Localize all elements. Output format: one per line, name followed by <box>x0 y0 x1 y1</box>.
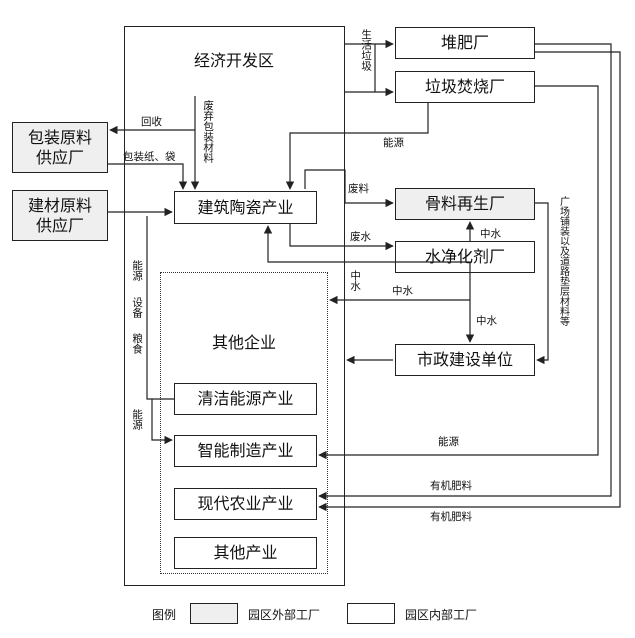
legend-external-label: 园区外部工厂 <box>248 608 321 622</box>
label-energy-smart: 能源 <box>438 436 459 448</box>
node-building-supplier: 建材原料 供应厂 <box>12 190 108 241</box>
legend-swatch-internal <box>347 603 395 624</box>
node-packaging-supplier: 包装原料 供应厂 <box>12 122 108 173</box>
node-ceramics: 建筑陶瓷产业 <box>174 191 317 224</box>
node-aggregate: 骨料再生厂 <box>395 188 535 220</box>
edge-compost-agri-2 <box>318 51 621 512</box>
label-incin-energy: 能源 <box>383 137 404 149</box>
legend-swatch-external <box>190 603 238 624</box>
label-energy-clean: 能源 <box>131 409 144 430</box>
legend-internal-label: 园区内部工厂 <box>405 608 478 622</box>
node-compost: 堆肥厂 <box>395 27 535 59</box>
label-organic-fertilizer-1: 有机肥料 <box>430 480 472 492</box>
label-grain: 粮食 <box>131 333 144 354</box>
edge-paving <box>535 202 549 365</box>
label-domestic-waste: 生活垃圾 <box>360 29 373 71</box>
node-modern-agri: 现代农业产业 <box>174 488 317 520</box>
label-equipment: 设备 <box>131 297 144 318</box>
label-waste-material: 废料 <box>348 183 369 195</box>
label-reclaimed-municipal: 中水 <box>476 315 497 327</box>
label-plaza-paving: 广场铺装以及道路垫层材料等 <box>557 196 569 326</box>
label-organic-fertilizer-2: 有机肥料 <box>430 511 472 523</box>
label-reclaimed-ceramics: 中水 <box>349 270 362 291</box>
economic-zone-title: 经济开发区 <box>194 51 275 70</box>
label-paper-bags: 包装纸、袋 <box>123 151 176 163</box>
legend-title: 图例 <box>152 608 177 622</box>
node-municipal: 市政建设单位 <box>395 344 535 376</box>
node-smart-mfg: 智能制造产业 <box>174 435 317 467</box>
label-discarded-packaging: 废弃包装材料 <box>202 100 215 163</box>
node-other-industry: 其他产业 <box>174 537 317 569</box>
node-clean-energy: 清洁能源产业 <box>174 383 317 415</box>
label-waste-water: 废水 <box>350 231 371 243</box>
label-reclaimed-aggregate: 中水 <box>480 228 501 240</box>
other-enterprises-boundary <box>160 272 328 574</box>
node-incinerator: 垃圾焚烧厂 <box>395 71 535 103</box>
label-recycle: 回收 <box>141 116 162 128</box>
node-water-agent: 水净化剂厂 <box>395 241 535 273</box>
label-reclaimed-other: 中水 <box>392 285 413 297</box>
label-energy-left: 能源 <box>131 260 144 281</box>
other-enterprises-title: 其他企业 <box>212 333 277 352</box>
